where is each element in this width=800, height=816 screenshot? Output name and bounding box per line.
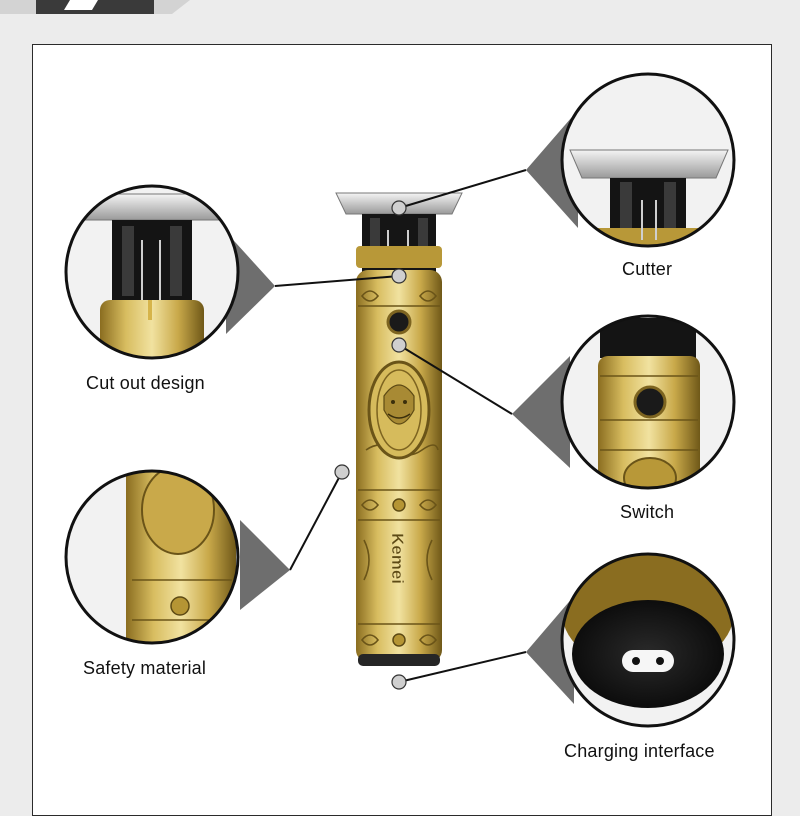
pointer-dot-switch [391, 337, 407, 353]
callout-cutter [560, 72, 736, 248]
callout-switch [560, 314, 736, 490]
connector-cut-out-design [274, 275, 400, 287]
brand-logo-text: Kemei [388, 533, 407, 584]
connector-safety-material [289, 471, 343, 571]
pointer-dot-cut-out-design [391, 268, 407, 284]
connector-cutter [398, 169, 527, 209]
connector-charging-interface [398, 651, 527, 683]
callout-cut-out-design [64, 184, 240, 360]
callout-safety-material [64, 469, 240, 645]
pointer-dot-cutter [391, 200, 407, 216]
pointer-dot-charging-interface [391, 674, 407, 690]
trimmer-product-image: Kemei [335, 192, 463, 666]
pointer-dot-safety-material [334, 464, 350, 480]
label-charging-interface: Charging interface [564, 741, 715, 761]
label-switch: Switch [620, 502, 675, 522]
label-cut-out-design: Cut out design [86, 373, 205, 393]
callout-charging-interface [560, 552, 736, 728]
connector-switch [398, 344, 513, 415]
top-tab-decoration [0, 0, 190, 14]
label-safety-material: Safety material [83, 658, 207, 678]
label-cutter: Cutter [622, 259, 673, 279]
